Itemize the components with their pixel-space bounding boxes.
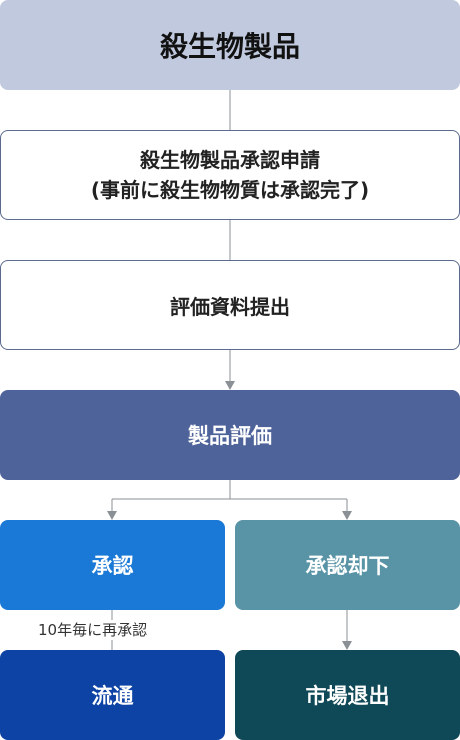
evaluation-step-label: 製品評価 (188, 424, 272, 448)
rejection-outcome: 承認却下 (235, 520, 460, 610)
arrowhead-to-rejection (342, 511, 352, 520)
diagram-title: 殺生物製品 (0, 0, 460, 90)
submission-step: 評価資料提出 (0, 260, 460, 350)
application-step-line1: 殺生物製品承認申請 (140, 148, 320, 172)
renewal-note: 10年毎に再承認 (36, 620, 150, 640)
diagram-title-text: 殺生物製品 (159, 30, 300, 63)
evaluation-step: 製品評価 (0, 390, 460, 480)
approval-outcome: 承認 (0, 520, 225, 610)
distribution-outcome-label: 流通 (91, 684, 134, 708)
arrowhead-to-evaluation (225, 381, 235, 390)
distribution-outcome: 流通 (0, 650, 225, 740)
withdrawal-outcome-label: 市場退出 (305, 684, 390, 708)
application-step: 殺生物製品承認申請 (事前に殺生物物質は承認完了) (0, 130, 460, 220)
application-step-line2: (事前に殺生物物質は承認完了) (90, 178, 370, 202)
withdrawal-outcome: 市場退出 (235, 650, 460, 740)
arrowhead-to-withdrawal (342, 641, 352, 650)
arrowhead-to-approval (107, 511, 117, 520)
rejection-outcome-label: 承認却下 (305, 554, 390, 578)
approval-outcome-label: 承認 (91, 554, 134, 578)
submission-step-label: 評価資料提出 (170, 294, 290, 319)
